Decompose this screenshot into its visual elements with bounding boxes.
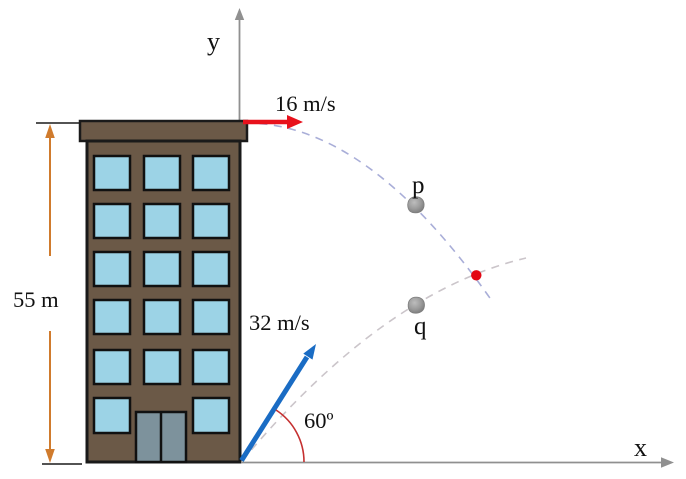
trajectory-p-path — [244, 122, 493, 302]
point-q-label: q — [414, 313, 427, 340]
window — [92, 202, 132, 240]
x-axis-arrowhead-icon — [661, 457, 674, 468]
launch-angle-label: 60º — [304, 408, 334, 433]
intersection-dot — [471, 270, 482, 281]
window — [191, 202, 231, 240]
window — [142, 298, 182, 336]
top-speed-label: 16 m/s — [275, 91, 336, 116]
dimension-up-arrowhead-icon — [45, 124, 55, 138]
window — [191, 154, 231, 192]
angle-arc — [275, 409, 305, 463]
x-axis — [242, 457, 674, 468]
y-axis-arrowhead-icon — [234, 8, 245, 20]
window — [191, 396, 231, 435]
stone-q-shape — [407, 296, 425, 314]
window — [142, 348, 182, 386]
building-windows — [92, 154, 231, 435]
point-p-label: p — [412, 172, 425, 199]
horizontal-velocity-arrow: 16 m/s — [243, 91, 336, 129]
window — [142, 250, 182, 288]
building-height-label: 55 m — [13, 287, 59, 312]
window — [142, 202, 182, 240]
stone-p-shape — [407, 196, 425, 214]
window — [92, 250, 132, 288]
window — [92, 348, 132, 386]
building — [78, 119, 249, 464]
window — [92, 154, 132, 192]
window — [191, 348, 231, 386]
window — [92, 396, 132, 435]
blue-arrowhead-icon — [303, 344, 316, 360]
window — [191, 250, 231, 288]
x-axis-label: x — [634, 433, 647, 462]
stone-p: p — [407, 172, 425, 214]
window — [142, 154, 182, 192]
window — [92, 298, 132, 336]
ground-speed-label: 32 m/s — [249, 310, 310, 335]
stone-q: q — [407, 296, 427, 340]
blue-arrow-line — [239, 355, 310, 462]
building-door — [134, 410, 188, 464]
trajectory-q-path — [241, 257, 527, 462]
y-axis — [234, 8, 245, 121]
window — [191, 298, 231, 336]
building-roof-cap — [78, 119, 249, 143]
height-dimension: 55 m — [13, 122, 82, 465]
y-axis-label: y — [207, 27, 220, 56]
launch-angle: 60º — [275, 408, 334, 463]
launch-velocity-arrow: 32 m/s — [239, 310, 316, 462]
dimension-down-arrowhead-icon — [45, 449, 55, 463]
red-arrowhead-icon — [287, 115, 303, 129]
